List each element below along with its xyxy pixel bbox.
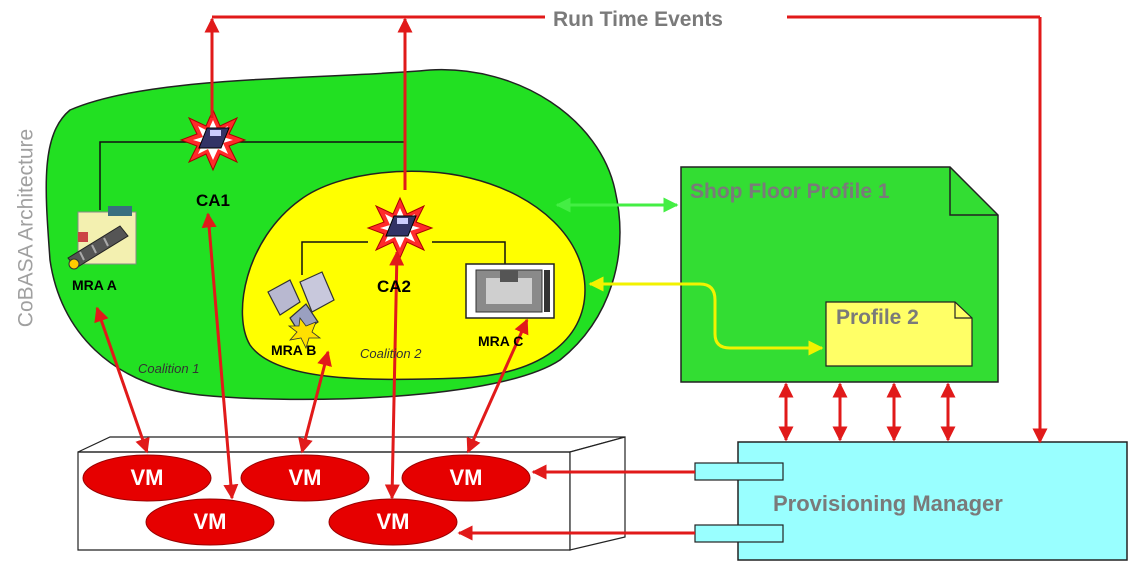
mra-b-label: MRA B [271, 342, 317, 358]
mra-c-label: MRA C [478, 333, 524, 349]
vm-3-label: VM [449, 465, 483, 490]
vm-4-label: VM [193, 509, 227, 534]
yellow-arrow [588, 276, 824, 356]
pm-port-upper [694, 462, 784, 481]
vm-ellipses [82, 454, 531, 546]
mra-c-icon [465, 263, 555, 319]
vm-2 [240, 454, 370, 502]
provisioning-manager-label: Provisioning Manager [773, 491, 1003, 516]
ca1-label: CA1 [196, 191, 231, 210]
pm-port-lower [694, 524, 784, 543]
cobasa-architecture-label: CoBASA Architecture [14, 128, 38, 328]
red-double-arrows [94, 212, 956, 541]
profile-2-label: Profile 2 [836, 306, 919, 329]
mra-a-label: MRA A [72, 277, 117, 293]
coalition-2-label: Coalition 2 [360, 346, 422, 361]
shop-floor-profile-label: Shop Floor Profile 1 [690, 180, 890, 203]
provisioning-manager-box [737, 441, 1128, 561]
vm-1-label: VM [130, 465, 164, 490]
ca2-label: CA2 [377, 277, 412, 296]
run-time-events-lines [204, 15, 1048, 444]
mra-a-icon [67, 206, 137, 270]
vm-5-label: VM [376, 509, 410, 534]
ca1-agent-icon [179, 108, 247, 172]
run-time-events-title: Run Time Events [553, 8, 723, 31]
vm-2-label: VM [288, 465, 322, 490]
mra-b-icon [267, 271, 335, 350]
ca2-agent-icon [366, 196, 434, 260]
coalition-1-label: Coalition 1 [138, 361, 200, 376]
profile-2-box [825, 301, 973, 367]
